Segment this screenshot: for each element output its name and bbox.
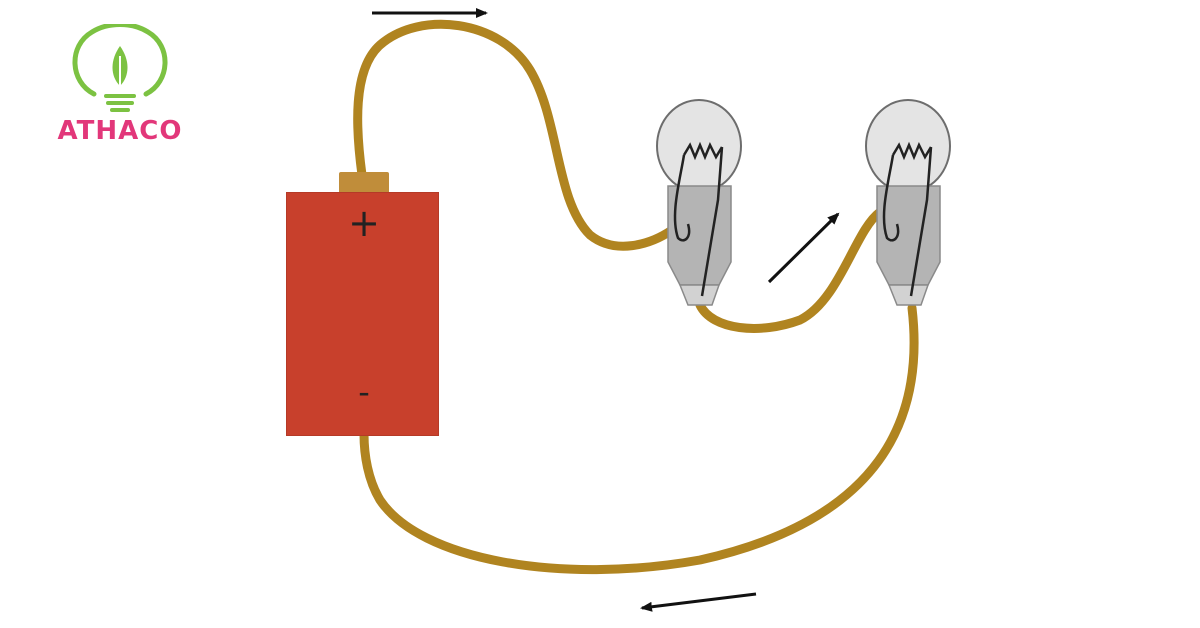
battery-positive-terminal [339,172,389,194]
logo-text: ATHACO [57,116,183,146]
battery-plus-label: + [348,201,380,245]
athaco-logo[interactable]: ATHACO [50,22,190,154]
wire-positive [353,19,677,251]
wire-negative [359,303,919,575]
arrow-middle [767,212,840,284]
bulb-2 [865,99,951,306]
bulb-1 [656,99,742,306]
lightbulb-leaf-icon [72,22,168,112]
wire-between-bulbs [695,207,885,333]
battery [286,192,439,436]
arrow-bottom [640,592,757,612]
battery-minus-label: - [358,373,370,411]
